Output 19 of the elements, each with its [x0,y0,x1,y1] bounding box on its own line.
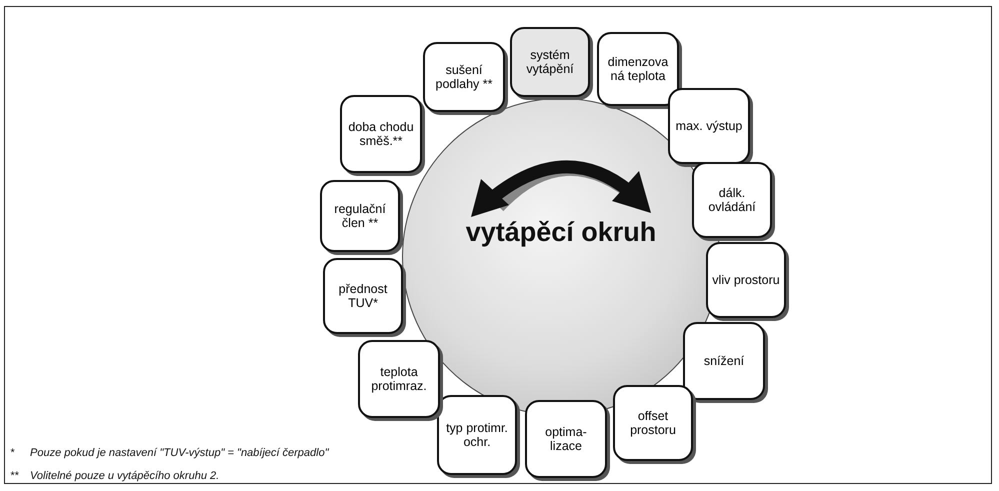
footnote-text: Volitelné pouze u vytápěcího okruhu 2. [30,470,220,482]
menu-item-box: dimenzova ná teplota [597,32,679,106]
menu-item-box: snížení [683,322,765,400]
circle-title: vytápěcí okruh [464,217,658,248]
footnote-text: Pouze pokud je nastavení "TUV-výstup" = "nabíjecí čerpadlo" [30,447,329,459]
menu-item-box: teplota protimraz. [358,340,440,418]
menu-item-box: typ protimr. ochr. [437,395,517,475]
menu-item-box: regulační člen ** [320,180,400,252]
menu-item-box: max. výstup [668,88,750,164]
footnote-mark: ** [10,470,19,482]
menu-item-box: offset prostoru [613,385,693,461]
menu-item-box: systém vytápění [510,27,590,97]
menu-item-box: sušení podlahy ** [423,42,505,112]
menu-item-box: vliv prostoru [706,242,786,318]
menu-item-box: dálk. ovládání [692,162,772,238]
menu-item-box: optima- lizace [525,400,607,478]
footnote-mark: * [10,447,14,459]
menu-item-box: doba chodu směš.** [340,95,422,173]
menu-item-box: přednost TUV* [323,258,403,334]
